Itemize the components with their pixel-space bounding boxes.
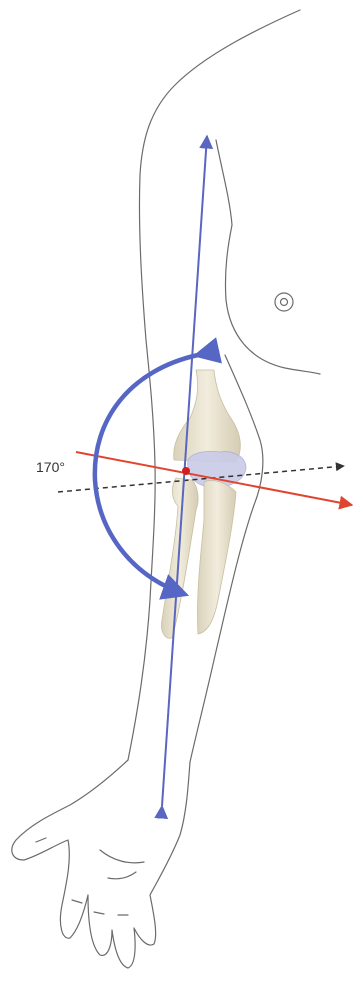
- radius-bone: [161, 478, 198, 638]
- humerus: [174, 370, 241, 462]
- chest-contour: [225, 225, 320, 374]
- palm-crease-1: [100, 850, 144, 863]
- palm-crease-2: [108, 872, 136, 879]
- pivot-point: [182, 467, 190, 475]
- finger-crease-1: [72, 900, 82, 903]
- elbow-bones: [161, 370, 246, 638]
- finger-crease-2: [94, 912, 104, 914]
- arm-outer-contour: [128, 175, 155, 760]
- armpit-contour: [216, 140, 232, 225]
- shoulder-contour: [140, 10, 300, 175]
- angle-label: 170°: [36, 459, 65, 475]
- thumb-crease: [36, 838, 46, 842]
- ulna-bone: [197, 480, 236, 634]
- nipple-mark: [275, 293, 293, 311]
